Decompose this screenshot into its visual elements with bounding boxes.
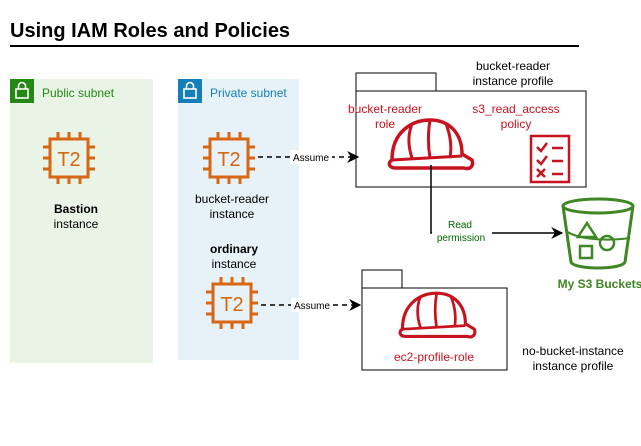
profile-label: no-bucket-instance <box>522 344 624 358</box>
profile-sublabel: instance profile <box>533 359 614 373</box>
lock-icon <box>10 79 34 103</box>
profile-label: bucket-reader <box>476 59 550 73</box>
bastion-instance: T2 Bastion instance <box>41 130 99 231</box>
folder-tab <box>355 72 437 92</box>
profile-box <box>355 90 587 188</box>
read-permission-label: Read <box>448 220 472 231</box>
bastion-sublabel: instance <box>54 217 99 231</box>
ordinary-instance: ordinary instance T2 <box>204 242 260 331</box>
folder-tab <box>361 269 403 289</box>
chip-label: T2 <box>220 294 243 316</box>
read-permission-sublabel: permission <box>437 233 485 244</box>
bucket-reader-instance-profile: bucket-reader instance profile bucket-re… <box>348 59 587 188</box>
ec2-chip-icon: T2 <box>204 275 260 331</box>
ec2-chip-icon: T2 <box>41 130 97 186</box>
assume-label: Assume <box>294 301 331 312</box>
profile-sublabel: instance profile <box>473 74 554 88</box>
bucket-reader-instance: T2 bucket-reader instance <box>195 130 269 221</box>
assume-edge-1: Assume <box>258 150 360 164</box>
public-subnet-label: Public subnet <box>42 86 115 100</box>
bucket-reader-instance-sublabel: instance <box>210 207 255 221</box>
assume-edge-2: Assume <box>261 298 362 312</box>
policy-sublabel: policy <box>501 117 532 131</box>
ec2-chip-icon: T2 <box>201 130 257 186</box>
lock-icon <box>178 79 202 103</box>
assume-label: Assume <box>293 153 330 164</box>
private-subnet: Private subnet T2 bucket-reader instance… <box>178 79 299 360</box>
role-sublabel: role <box>375 117 395 131</box>
bastion-label: Bastion <box>54 202 98 216</box>
checklist-icon <box>529 134 571 184</box>
read-permission-edge: Read permission <box>430 165 564 244</box>
s3-bucket-icon <box>561 197 635 270</box>
chip-label: T2 <box>57 149 80 171</box>
public-subnet-box <box>10 79 153 363</box>
s3-bucket: My S3 Buckets <box>558 197 641 291</box>
public-subnet: Public subnet T2 Bastion instance <box>10 79 153 363</box>
ordinary-instance-label: ordinary <box>210 242 258 256</box>
private-subnet-label: Private subnet <box>210 86 287 100</box>
chip-label: T2 <box>217 149 240 171</box>
bucket-reader-instance-label: bucket-reader <box>195 192 269 206</box>
page-title: Using IAM Roles and Policies <box>10 20 290 42</box>
no-bucket-instance-profile: ec2-profile-role no-bucket-instance inst… <box>361 269 624 373</box>
private-subnet-box <box>178 79 299 360</box>
s3-label: My S3 Buckets <box>558 277 641 291</box>
role-label: bucket-reader <box>348 102 422 116</box>
policy-label: s3_read_access <box>472 102 559 116</box>
ordinary-instance-sublabel: instance <box>212 257 257 271</box>
role-label: ec2-profile-role <box>394 350 474 364</box>
